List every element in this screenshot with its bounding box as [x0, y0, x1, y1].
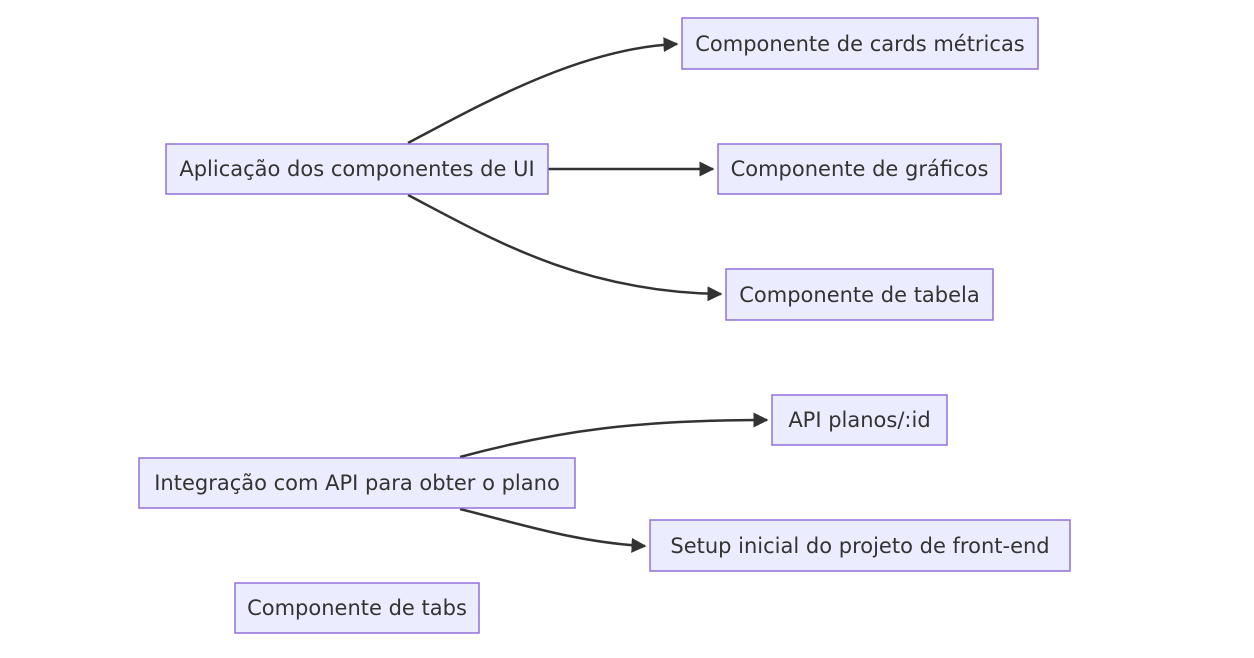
node-tabela: Componente de tabela: [725, 268, 994, 321]
node-tabs: Componente de tabs: [234, 582, 480, 634]
node-label: Aplicação dos componentes de UI: [179, 157, 534, 181]
node-label: Componente de cards métricas: [695, 32, 1025, 56]
edges: [407, 37, 769, 553]
node-ui-components: Aplicação dos componentes de UI: [165, 143, 549, 195]
edge-ui-to-cards: [407, 37, 679, 145]
edge-ui-to-tabela: [407, 193, 723, 302]
node-api-integration: Integração com API para obter o plano: [138, 457, 576, 509]
node-label: Componente de gráficos: [731, 157, 989, 181]
node-label: Integração com API para obter o plano: [154, 471, 560, 495]
node-label: Componente de tabela: [739, 283, 980, 307]
node-api-planos: API planos/:id: [771, 394, 948, 446]
node-label: API planos/:id: [788, 408, 930, 432]
edge-api-to-planos: [459, 412, 769, 459]
edge-api-to-setup: [459, 507, 647, 553]
node-setup-frontend: Setup inicial do projeto de front-end: [649, 519, 1071, 572]
node-cards-metricas: Componente de cards métricas: [681, 17, 1039, 70]
node-label: Setup inicial do projeto de front-end: [670, 534, 1049, 558]
node-graficos: Componente de gráficos: [717, 143, 1002, 195]
node-label: Componente de tabs: [247, 596, 467, 620]
